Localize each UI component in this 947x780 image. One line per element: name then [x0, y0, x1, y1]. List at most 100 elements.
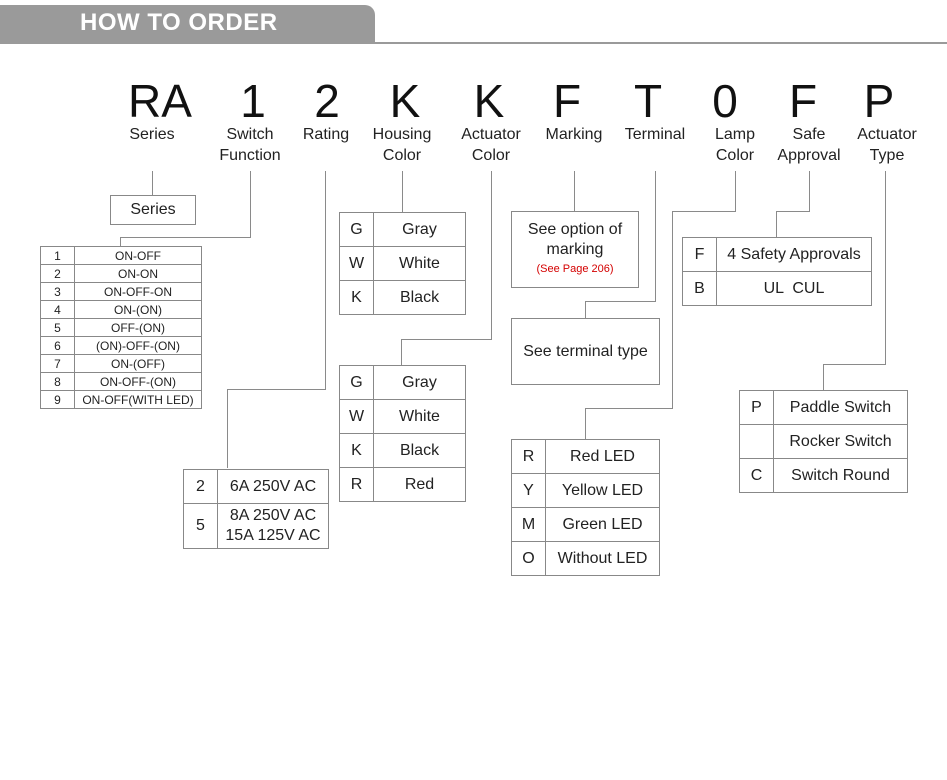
rating-row-value: 6A 250V AC — [217, 469, 329, 504]
code-series: RA — [128, 75, 192, 127]
actuator-type-row-value: Paddle Switch — [773, 390, 908, 425]
switch-function-row-value: ON-ON — [74, 264, 202, 283]
switch-function-row-value: ON-OFF — [74, 246, 202, 265]
label-lamp-color: Lamp Color — [714, 126, 756, 164]
switch-function-row-code: 7 — [40, 354, 75, 373]
connector-switch-function — [120, 171, 251, 246]
code-switch-function: 1 — [240, 75, 266, 127]
code-lamp-color: 0 — [712, 75, 738, 127]
label-safe-approval: Safe Approval — [777, 126, 841, 164]
housing-color-row-code: G — [339, 212, 374, 247]
switch-function-row-value: ON-OFF(WITH LED) — [74, 390, 202, 409]
safe-approval-row-value: 4 Safety Approvals — [716, 237, 872, 272]
label-series: Series — [129, 126, 175, 143]
switch-function-row-code: 9 — [40, 390, 75, 409]
code-terminal: T — [633, 75, 663, 127]
connector-terminal — [585, 171, 656, 318]
header-tab — [0, 5, 375, 43]
series-box: Series — [110, 195, 196, 225]
switch-function-row-value: ON-(OFF) — [74, 354, 202, 373]
code-housing-color: K — [389, 75, 421, 127]
switch-function-row-code: 1 — [40, 246, 75, 265]
marking-text: See option of marking — [527, 221, 623, 258]
page-title: HOW TO ORDER — [80, 9, 278, 36]
marking-note: (See Page 206) — [536, 263, 614, 275]
label-terminal: Terminal — [624, 126, 686, 143]
actuator-color-row-value: White — [373, 399, 466, 434]
connector-lamp-color — [585, 171, 736, 439]
label-housing-color: Housing Color — [372, 126, 432, 164]
label-actuator-type: Actuator Type — [857, 126, 917, 164]
actuator-type-row-code: C — [739, 458, 774, 493]
switch-function-row-code: 6 — [40, 336, 75, 355]
actuator-color-row-value: Gray — [373, 365, 466, 400]
actuator-color-row-value: Red — [373, 467, 466, 502]
housing-color-row-value: Black — [373, 280, 466, 315]
housing-color-row-code: W — [339, 246, 374, 281]
actuator-type-row-code: P — [739, 390, 774, 425]
lamp-color-row-code: R — [511, 439, 546, 474]
actuator-type-row-code — [739, 424, 774, 459]
code-actuator-color: K — [473, 75, 505, 127]
actuator-color-row-code: G — [339, 365, 374, 400]
housing-color-row-code: K — [339, 280, 374, 315]
safe-approval-row-value: UL CUL — [716, 271, 872, 306]
safe-approval-row-code: B — [682, 271, 717, 306]
actuator-type-row: Rocker Switch — [739, 424, 908, 459]
header-rule — [0, 42, 947, 44]
switch-function-row-code: 8 — [40, 372, 75, 391]
connector-rating — [227, 171, 326, 468]
switch-function-row-code: 5 — [40, 318, 75, 337]
label-switch-function: Switch Function — [219, 126, 281, 164]
switch-function-row-value: ON-(ON) — [74, 300, 202, 319]
actuator-color-row-code: W — [339, 399, 374, 434]
lamp-color-row-code: O — [511, 541, 546, 576]
lamp-color-row-code: Y — [511, 473, 546, 508]
switch-function-row-value: (ON)-OFF-(ON) — [74, 336, 202, 355]
terminal-box: See terminal type — [511, 318, 660, 385]
connector-safe-approval — [776, 171, 810, 237]
connector-actuator-type — [823, 171, 886, 390]
switch-function-row-value: OFF-(ON) — [74, 318, 202, 337]
safe-approval-row-code: F — [682, 237, 717, 272]
rating-row-code: 5 — [183, 503, 218, 549]
connector-actuator-color — [401, 171, 492, 365]
label-actuator-color: Actuator Color — [461, 126, 521, 164]
switch-function-row-value: ON-OFF-(ON) — [74, 372, 202, 391]
actuator-type-row-value: Rocker Switch — [773, 424, 908, 459]
switch-function-row: 6(ON)-OFF-(ON) — [40, 336, 202, 355]
actuator-type-row-value: Switch Round — [773, 458, 908, 493]
